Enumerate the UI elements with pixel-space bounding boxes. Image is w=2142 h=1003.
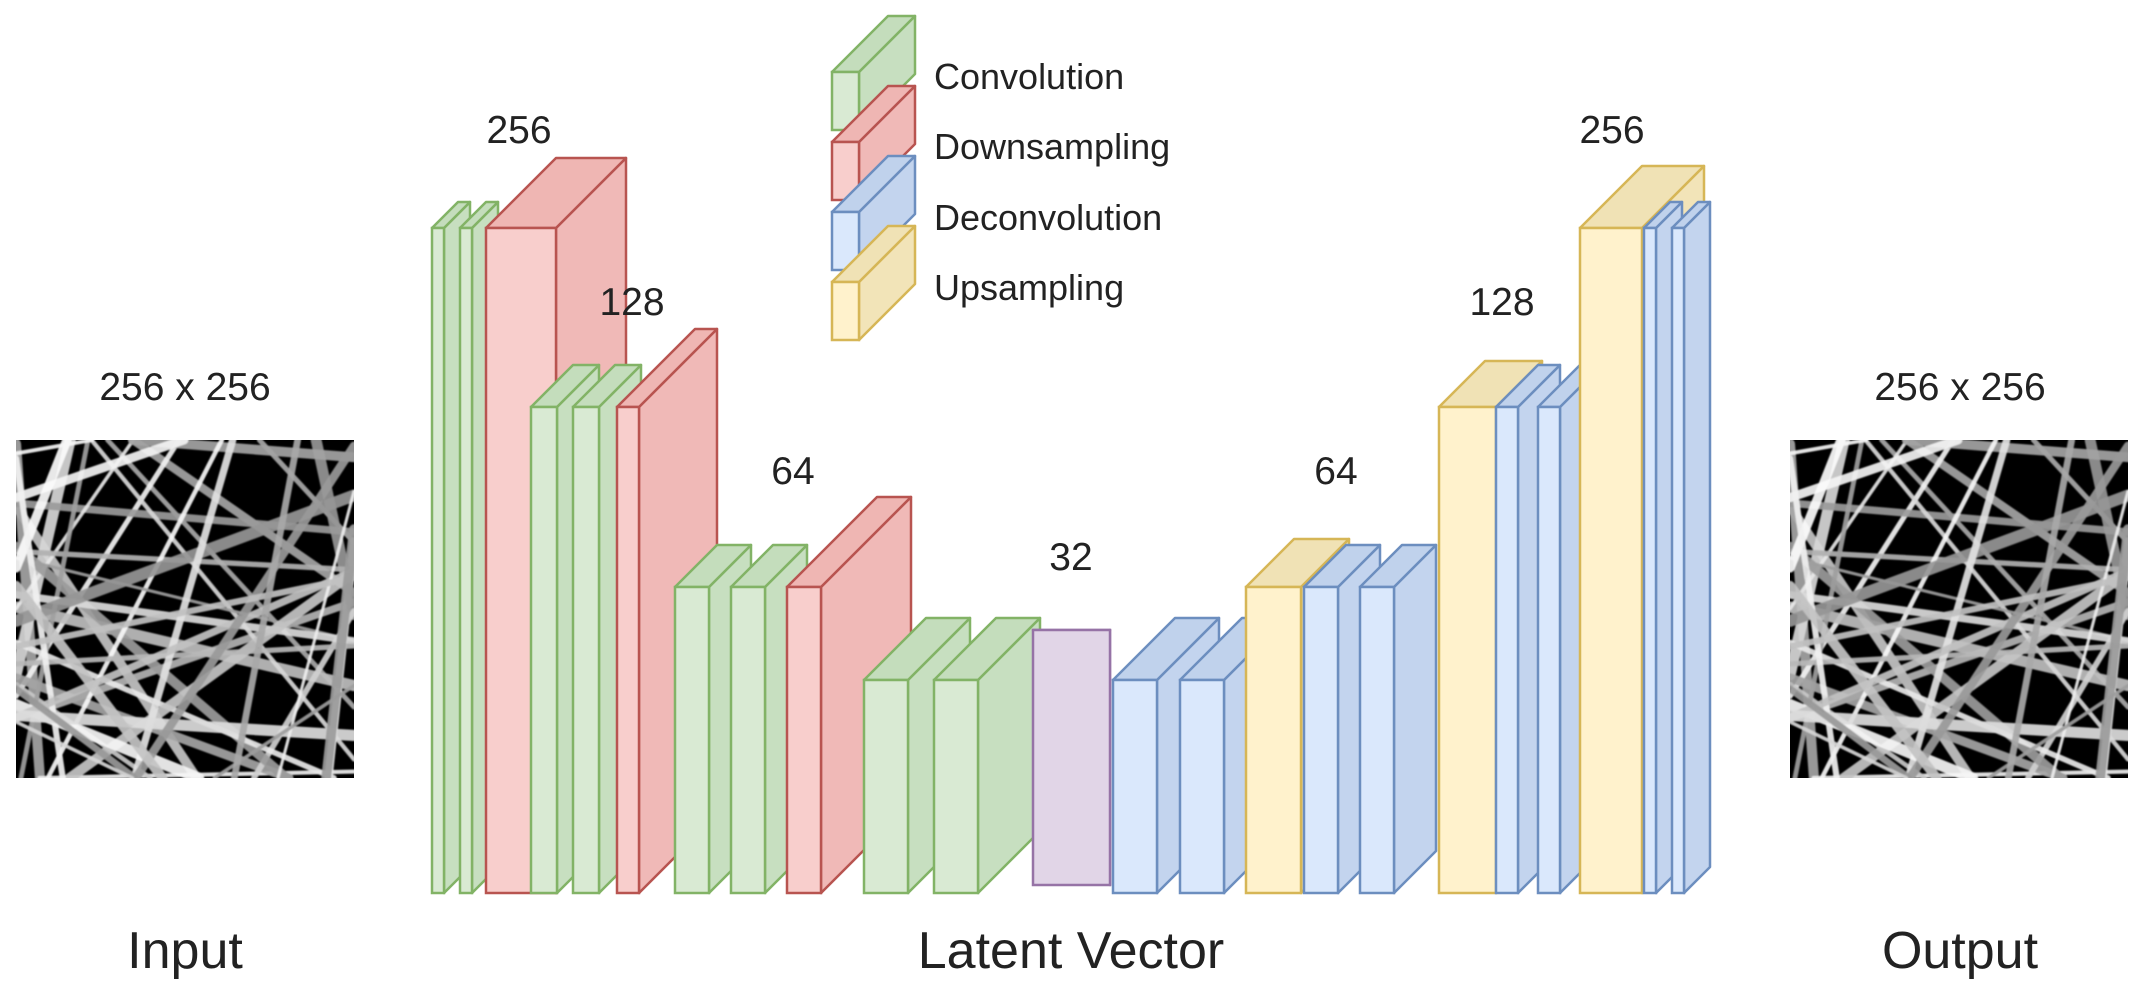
encoder-stage-4-layer-2-convolution [932, 616, 1042, 895]
fiber-line [1790, 720, 1909, 778]
input-caption: Input [127, 922, 243, 980]
fiber-texture [16, 440, 354, 778]
output-size-label: 256 x 256 [1874, 366, 2045, 409]
encoder-stage-4-layer-1-convolution-front [862, 678, 910, 895]
latent-size-label: 32 [1049, 536, 1092, 579]
legend-label-deconvolution: Deconvolution [934, 197, 1162, 238]
fiber-line [1790, 574, 2128, 650]
fiber-line [16, 489, 354, 627]
decoder-stage-3-layer-3-deconvolution-front [1536, 405, 1562, 895]
legend [830, 14, 917, 342]
encoder-stage-3-size: 64 [771, 450, 814, 493]
fiber-line [276, 489, 354, 778]
legend-label-downsampling: Downsampling [934, 126, 1170, 167]
legend-swatch-upsampling [830, 224, 917, 342]
fiber-line [131, 441, 354, 778]
fiber-line [230, 440, 302, 778]
fiber-line [1905, 441, 2128, 778]
fiber-line [2095, 524, 2128, 778]
encoder-stage-1-size: 256 [486, 109, 551, 152]
legend-label-convolution: Convolution [934, 56, 1124, 97]
input-size-label: 256 x 256 [99, 366, 270, 409]
fiber-line [321, 524, 354, 778]
fiber-line [1863, 440, 2128, 762]
decoder-stage-4-size: 256 [1579, 109, 1644, 152]
fiber-line [16, 440, 95, 456]
encoder-stage-1-layer-2-convolution-front [458, 226, 474, 895]
fiber-line [1790, 685, 1913, 778]
input-image [16, 440, 354, 778]
output-image [1790, 440, 2128, 778]
fiber-line [1790, 440, 1869, 456]
encoder-stage-1-layer-1-convolution-front [430, 226, 446, 895]
decoder-stage-1-layer-1-deconvolution-front [1111, 678, 1159, 895]
fiber-line [1790, 440, 1846, 573]
decoder-stage-3-size: 128 [1469, 281, 1534, 324]
legend-swatch-upsampling-front [830, 280, 861, 342]
decoder-stage-2-layer-3-deconvolution-front [1358, 585, 1396, 895]
fiber-line [1790, 709, 2128, 742]
fiber-line [16, 580, 168, 778]
encoder-stage-2-size: 128 [599, 281, 664, 324]
decoder-stage-3-layer-1-upsampling-front [1437, 405, 1498, 895]
fiber-texture [1790, 440, 2128, 778]
decoder-stage-2-layer-1-upsampling-front [1244, 585, 1303, 895]
decoder-stage-2-layer-3-deconvolution-side [1392, 543, 1438, 895]
decoder-stage-3-layer-2-deconvolution-front [1494, 405, 1520, 895]
decoder-stage-4-layer-3-deconvolution-front [1670, 226, 1686, 895]
fiber-line [1790, 580, 1942, 778]
fiber-line [2050, 489, 2128, 778]
fiber-line [16, 440, 72, 573]
output-caption: Output [1882, 922, 2039, 980]
fiber-line [2004, 440, 2076, 778]
fiber-line [16, 685, 139, 778]
encoder-stage-2-layer-3-downsampling-front [615, 405, 641, 895]
legend-label-upsampling: Upsampling [934, 267, 1124, 308]
decoder-stage-4-layer-1-upsampling-front [1578, 226, 1644, 895]
encoder-stage-3-layer-2-convolution-front [729, 585, 767, 895]
encoder-stage-3-layer-3-downsampling-front [785, 585, 823, 895]
decoder-stage-4-layer-2-deconvolution-front [1642, 226, 1658, 895]
fiber-line [16, 720, 135, 778]
decoder-stage-2-layer-2-deconvolution-front [1302, 585, 1340, 895]
decoder-stage-2-layer-3-deconvolution [1358, 543, 1438, 895]
encoder-stage-2-layer-2-convolution-front [571, 405, 601, 895]
encoder-stage-2-layer-1-convolution-front [529, 405, 559, 895]
fiber-line [1790, 489, 2128, 627]
latent-vector-block-front [1031, 628, 1112, 887]
fiber-line [89, 440, 354, 762]
network-layers [430, 156, 1712, 895]
fiber-line [1790, 567, 2128, 722]
decoder-stage-4-layer-3-deconvolution-side [1682, 200, 1712, 895]
encoder-stage-4-layer-2-convolution-front [932, 678, 980, 895]
decoder-stage-4-layer-3-deconvolution [1670, 200, 1712, 895]
encoder-stage-3-layer-1-convolution-front [673, 585, 711, 895]
decoder-stage-2-size: 64 [1314, 450, 1357, 493]
decoder-stage-1-layer-2-deconvolution-front [1178, 678, 1226, 895]
legend-swatch-downsampling [830, 84, 917, 202]
fiber-line [16, 567, 354, 722]
fiber-line [16, 574, 354, 650]
latent-vector-block [1031, 628, 1112, 887]
fiber-line [1790, 639, 2111, 778]
latent-caption: Latent Vector [918, 922, 1224, 980]
fiber-line [16, 709, 354, 742]
fiber-line [16, 639, 337, 778]
